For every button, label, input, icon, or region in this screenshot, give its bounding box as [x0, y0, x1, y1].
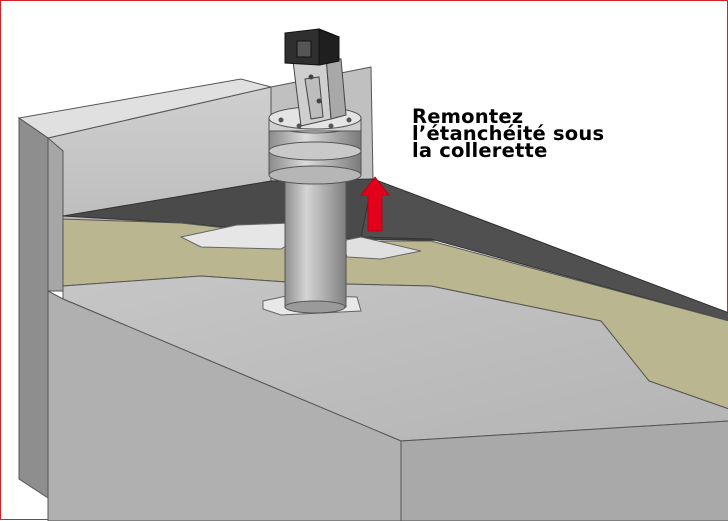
bracket-bolt: [316, 98, 322, 104]
collar-ring-mid: [268, 141, 362, 161]
deck-front-right: [400, 420, 728, 521]
outlet-pipe-bottom: [284, 300, 346, 314]
up-arrow-icon: [360, 176, 390, 232]
collar-bolt: [346, 117, 352, 123]
callout-line-1: Remontez: [412, 105, 524, 128]
collar-ring-bottom: [268, 165, 362, 185]
callout-line-2: l’étanchéité sous: [412, 122, 605, 145]
collar-bolt: [278, 117, 284, 123]
left-wall-side: [18, 117, 49, 499]
left-wall-front: [47, 136, 64, 292]
clamp-slot: [296, 40, 312, 58]
collar-bolt: [328, 123, 334, 129]
outlet-pipe: [284, 168, 347, 308]
bracket-strut: [304, 76, 324, 120]
bracket-bolt: [308, 74, 314, 80]
clamp-head-face: [318, 28, 340, 66]
callout-text: Remontez l’étanchéité sous la collerette: [412, 105, 605, 162]
collar-bolt: [296, 123, 302, 129]
membrane-right: [360, 178, 728, 322]
callout-line-3: la collerette: [412, 139, 548, 162]
